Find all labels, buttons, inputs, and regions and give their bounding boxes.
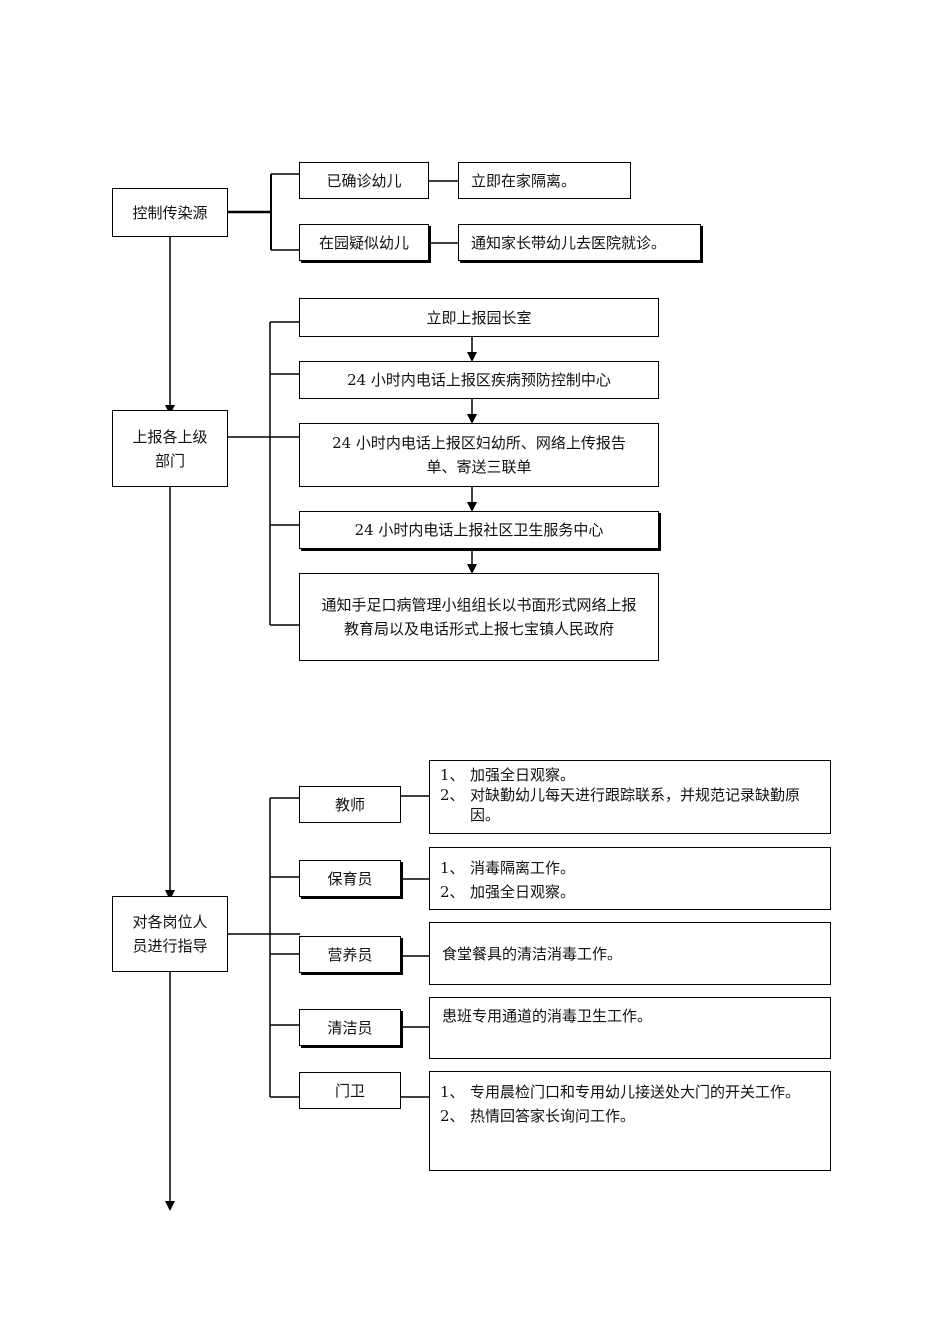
duties-teacher: 1、加强全日观察。 2、对缺勤幼儿每天进行跟踪联系，并规范记录缺勤原因。	[429, 760, 831, 834]
report-step-4-label: 24 小时内电话上报社区卫生服务中心	[354, 521, 604, 539]
duty-item: 1、专用晨检门口和专用幼儿接送处大门的开关工作。	[440, 1083, 801, 1101]
report-step-5: 通知手足口病管理小组组长以书面形式网络上报教育局以及电话形式上报七宝镇人民政府	[299, 573, 659, 661]
control-source-label: 控制传染源	[132, 203, 208, 222]
notify-parents-label: 通知家长带幼儿去医院就诊。	[471, 233, 667, 252]
guide-staff-label-1: 对各岗位人	[132, 913, 208, 931]
report-superiors-label-1: 上报各上级	[132, 427, 208, 446]
report-step-1: 立即上报园长室	[299, 298, 659, 337]
role-guard-label: 门卫	[334, 1081, 365, 1100]
role-cleaner-label: 清洁员	[327, 1018, 373, 1037]
role-dietitian: 营养员	[299, 936, 401, 973]
role-dietitian-label: 营养员	[327, 945, 373, 964]
confirmed-child-label: 已确诊幼儿	[326, 171, 402, 190]
duties-guard: 1、专用晨检门口和专用幼儿接送处大门的开关工作。 2、热情回答家长询问工作。	[429, 1071, 831, 1171]
control-source-node: 控制传染源	[112, 188, 228, 237]
report-superiors-node: 上报各上级 部门	[112, 410, 228, 487]
report-step-2: 24 小时内电话上报区疾病预防控制中心	[299, 361, 659, 399]
role-childcare-worker-label: 保育员	[327, 869, 373, 888]
duty-item: 食堂餐具的清洁消毒工作。	[442, 944, 623, 963]
isolate-at-home-label: 立即在家隔离。	[471, 171, 577, 190]
role-teacher-label: 教师	[334, 795, 365, 814]
role-childcare-worker: 保育员	[299, 860, 401, 897]
suspected-child-label: 在园疑似幼儿	[318, 233, 409, 252]
report-step-1-label: 立即上报园长室	[426, 308, 532, 327]
duty-item: 2、加强全日观察。	[440, 883, 576, 901]
report-step-3: 24 小时内电话上报区妇幼所、网络上传报告单、寄送三联单	[299, 423, 659, 487]
report-step-4: 24 小时内电话上报社区卫生服务中心	[299, 511, 659, 549]
duty-item: 患班专用通道的消毒卫生工作。	[442, 1007, 653, 1025]
duty-item: 2、对缺勤幼儿每天进行跟踪联系，并规范记录缺勤原因。	[440, 786, 801, 824]
report-step-5-label: 通知手足口病管理小组组长以书面形式网络上报教育局以及电话形式上报七宝镇人民政府	[321, 596, 637, 638]
guide-staff-label-2: 员进行指导	[132, 937, 208, 955]
notify-parents-node: 通知家长带幼儿去医院就诊。	[458, 224, 701, 261]
role-guard: 门卫	[299, 1072, 401, 1109]
duty-item: 1、加强全日观察。	[440, 766, 576, 784]
duty-item: 2、热情回答家长询问工作。	[440, 1107, 636, 1125]
suspected-child-node: 在园疑似幼儿	[299, 224, 429, 261]
guide-staff-node: 对各岗位人 员进行指导	[112, 896, 228, 972]
role-cleaner: 清洁员	[299, 1009, 401, 1046]
report-step-2-label: 24 小时内电话上报区疾病预防控制中心	[347, 371, 611, 389]
duties-dietitian: 食堂餐具的清洁消毒工作。	[429, 922, 831, 985]
duties-childcare-worker: 1、消毒隔离工作。 2、加强全日观察。	[429, 847, 831, 910]
duties-cleaner: 患班专用通道的消毒卫生工作。	[429, 997, 831, 1059]
role-teacher: 教师	[299, 786, 401, 823]
duty-item: 1、消毒隔离工作。	[440, 859, 576, 877]
isolate-at-home-node: 立即在家隔离。	[458, 162, 631, 199]
report-step-3-label: 24 小时内电话上报区妇幼所、网络上传报告单、寄送三联单	[332, 434, 626, 476]
confirmed-child-node: 已确诊幼儿	[299, 162, 429, 199]
report-superiors-label-2: 部门	[154, 451, 185, 470]
